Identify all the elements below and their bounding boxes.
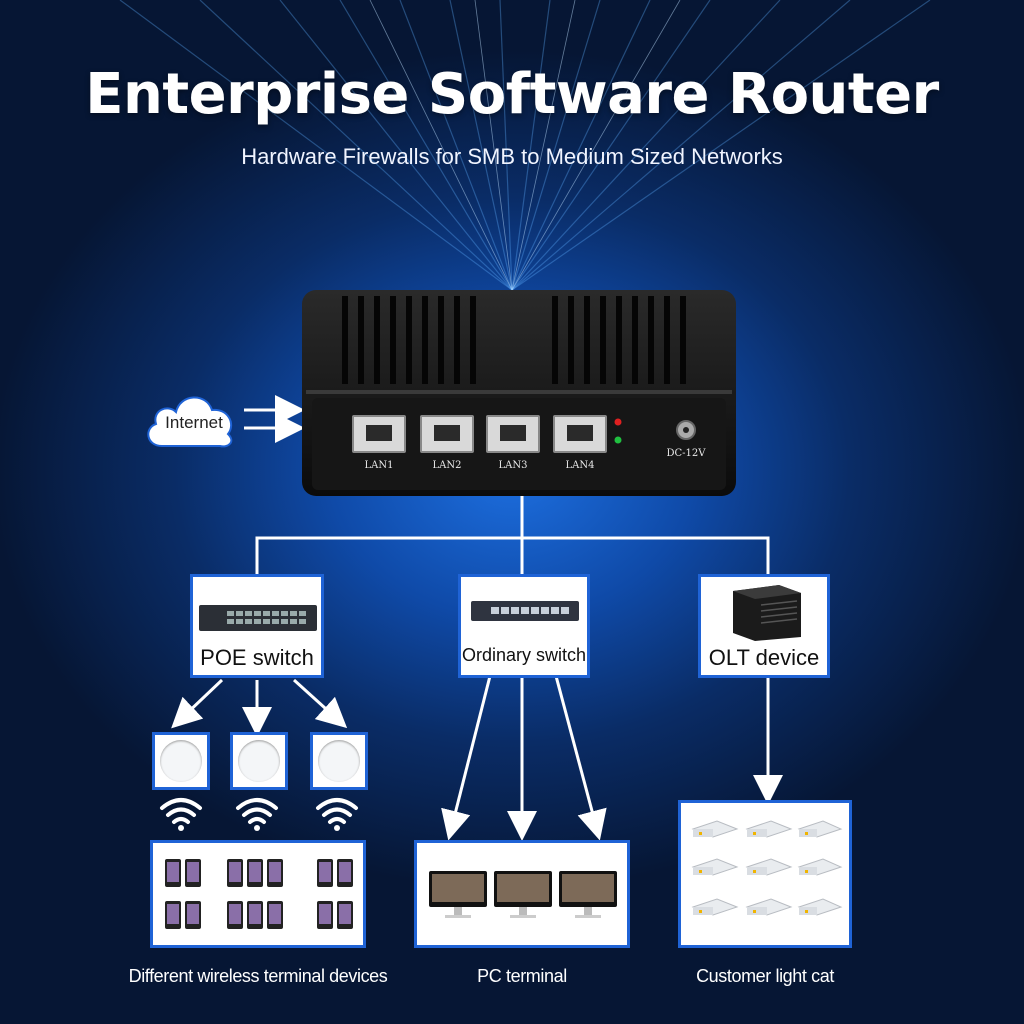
poe-switch-box: POE switch <box>190 574 324 678</box>
monitors-icon <box>429 871 617 918</box>
internet-cloud-icon <box>147 396 233 448</box>
background-light-rays <box>119 0 931 291</box>
wifi-icon <box>316 798 358 831</box>
ont-modems-icon <box>691 820 843 916</box>
power-port-label: DC-12V <box>667 448 707 459</box>
pc-terminal-box <box>414 840 630 948</box>
lan3-label: LAN3 <box>498 460 528 471</box>
lan4-label: LAN4 <box>565 460 595 471</box>
olt-device-icon <box>733 585 801 641</box>
lan3-port <box>486 415 540 453</box>
wifi-icon <box>236 798 278 831</box>
lan2-label: LAN2 <box>432 460 462 471</box>
smartphones-icon <box>165 859 353 929</box>
lan1-port <box>352 415 406 453</box>
wireless-terminals-box <box>150 840 366 948</box>
page-subtitle: Hardware Firewalls for SMB to Medium Siz… <box>241 144 783 169</box>
lan2-port <box>420 415 474 453</box>
lan4-port <box>553 415 607 453</box>
page-title: Enterprise Software Router <box>85 62 939 127</box>
access-point-2 <box>230 732 288 790</box>
poe-switch-label: POE switch <box>200 645 314 670</box>
customer-ont-caption: Customer light cat <box>696 966 834 986</box>
internet-label: Internet <box>165 413 223 432</box>
lan1-label: LAN1 <box>364 460 394 471</box>
olt-device-label: OLT device <box>708 645 820 670</box>
ordinary-switch-box: Ordinary switch <box>458 574 590 678</box>
wireless-terminals-caption: Different wireless terminal devices <box>128 966 388 986</box>
access-point-3 <box>310 732 368 790</box>
customer-ont-box <box>678 800 852 948</box>
ordinary-switch-label: Ordinary switch <box>461 645 587 665</box>
pc-terminal-caption: PC terminal <box>477 966 567 986</box>
access-point-1 <box>152 732 210 790</box>
ordinary-switch-icon <box>471 601 579 621</box>
wifi-icon <box>160 798 202 831</box>
poe-switch-icon <box>199 605 317 631</box>
olt-device-box: OLT device <box>698 574 830 678</box>
